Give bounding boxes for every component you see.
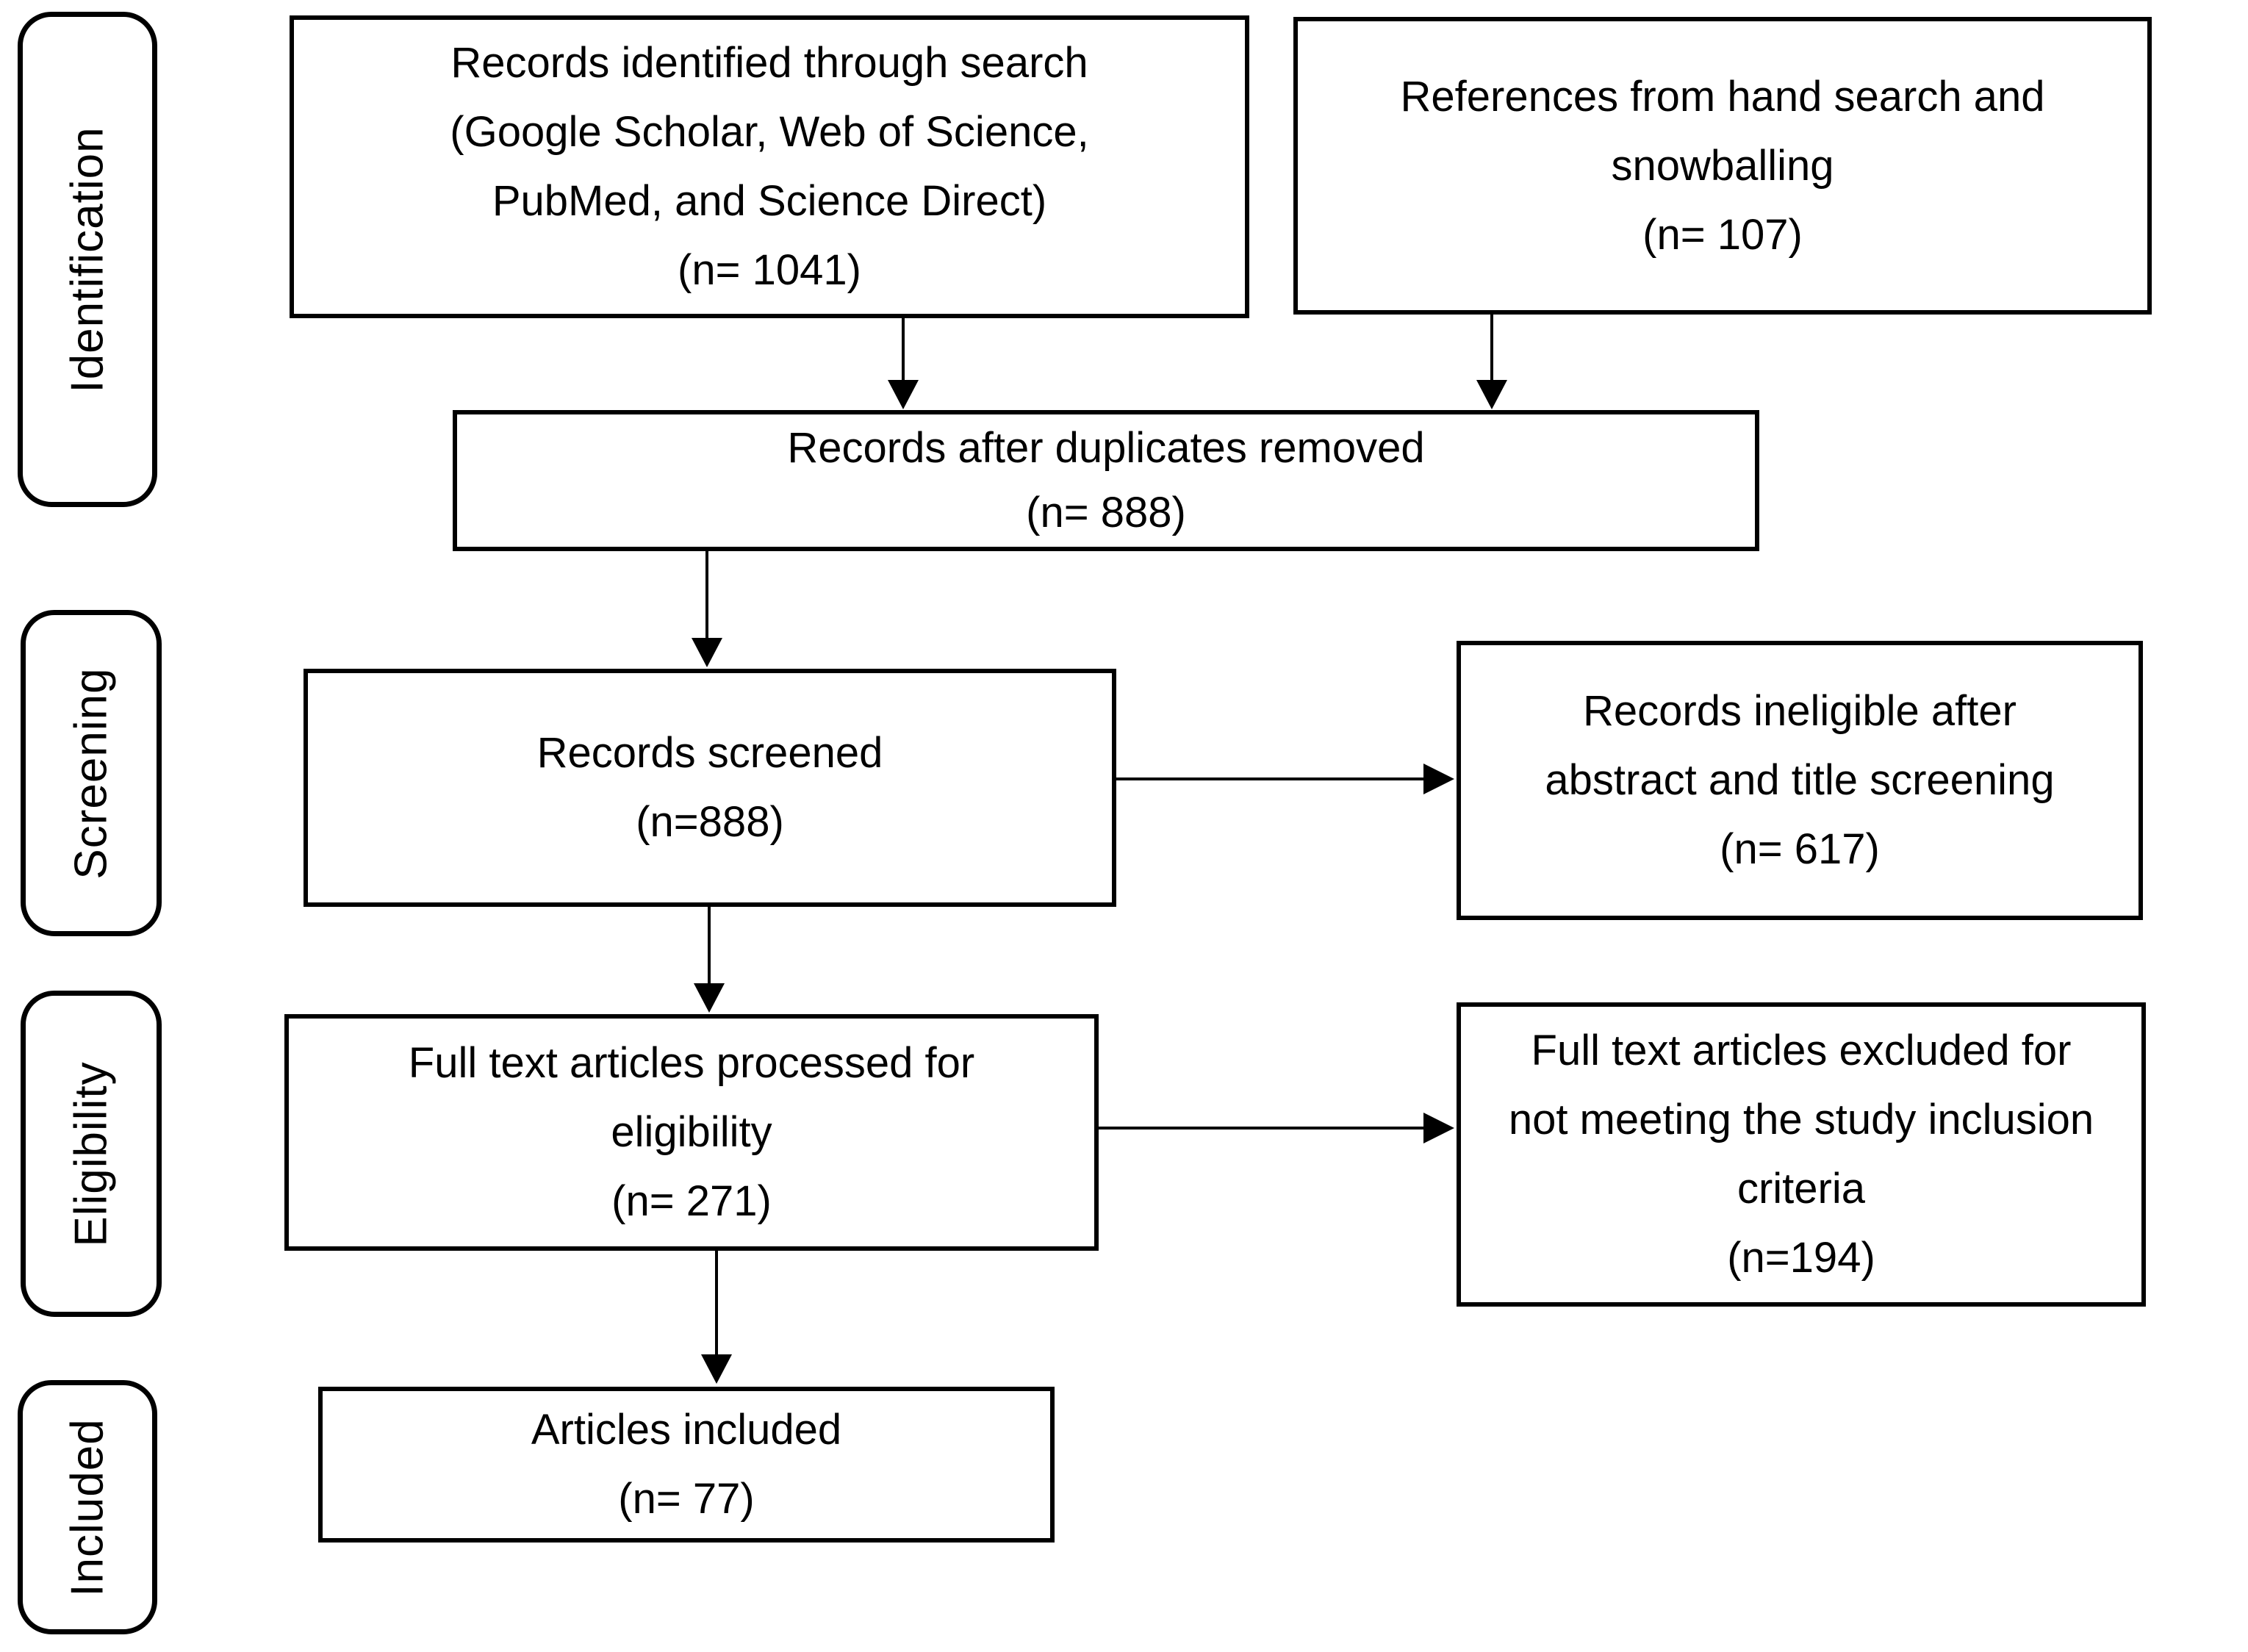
stage-included: Included bbox=[18, 1380, 157, 1634]
stage-included-label: Included bbox=[62, 1418, 113, 1597]
box-references-hand-search: References from hand search and snowball… bbox=[1293, 17, 2152, 315]
box-line: Full text articles excluded for bbox=[1531, 1027, 2072, 1074]
box-line: criteria bbox=[1737, 1165, 1866, 1213]
box-line: eligibility bbox=[611, 1108, 772, 1156]
arrowhead-down-icon bbox=[1476, 380, 1507, 409]
box-count: (n= 271) bbox=[611, 1177, 772, 1225]
stage-identification: Identification bbox=[18, 12, 157, 507]
box-line: Records screened bbox=[536, 729, 883, 777]
arrowhead-down-icon bbox=[701, 1354, 732, 1384]
box-records-screened: Records screened (n=888) bbox=[304, 669, 1116, 907]
box-count: (n= 107) bbox=[1642, 210, 1803, 259]
box-line: Full text articles processed for bbox=[408, 1039, 975, 1087]
arrow-line bbox=[715, 1251, 718, 1356]
stage-eligibility: Eligibility bbox=[21, 991, 162, 1317]
box-line: Articles included bbox=[531, 1406, 842, 1454]
box-count: (n= 77) bbox=[618, 1475, 755, 1523]
stage-identification-label: Identification bbox=[62, 126, 113, 393]
box-count: (n= 617) bbox=[1720, 825, 1880, 873]
arrow-line bbox=[1116, 777, 1425, 780]
box-line: References from hand search and bbox=[1400, 72, 2045, 121]
box-records-ineligible: Records ineligible after abstract and ti… bbox=[1457, 641, 2143, 920]
box-articles-included: Articles included (n= 77) bbox=[318, 1387, 1055, 1543]
arrow-line bbox=[1490, 315, 1493, 383]
arrowhead-down-icon bbox=[888, 380, 919, 409]
arrowhead-right-icon bbox=[1423, 764, 1454, 794]
box-line: snowballing bbox=[1611, 141, 1834, 190]
box-records-identified: Records identified through search (Googl… bbox=[290, 15, 1249, 318]
arrowhead-down-icon bbox=[694, 983, 725, 1013]
stage-screening: Screening bbox=[21, 610, 162, 936]
box-count: (n= 1041) bbox=[678, 246, 861, 294]
stage-eligibility-label: Eligibility bbox=[65, 1060, 117, 1247]
stage-screening-label: Screening bbox=[65, 667, 117, 880]
box-full-text-processed: Full text articles processed for eligibi… bbox=[284, 1014, 1099, 1251]
box-line: abstract and title screening bbox=[1545, 756, 2055, 804]
box-line: Records after duplicates removed bbox=[787, 424, 1425, 472]
box-full-text-excluded: Full text articles excluded for not meet… bbox=[1457, 1002, 2146, 1307]
box-line: PubMed, and Science Direct) bbox=[492, 177, 1047, 225]
box-count: (n=194) bbox=[1727, 1234, 1875, 1282]
arrow-line bbox=[708, 907, 711, 985]
box-line: (Google Scholar, Web of Science, bbox=[450, 108, 1089, 156]
box-count: (n=888) bbox=[636, 798, 784, 846]
box-count: (n= 888) bbox=[1026, 489, 1186, 536]
box-duplicates-removed: Records after duplicates removed (n= 888… bbox=[453, 410, 1759, 551]
box-line: not meeting the study inclusion bbox=[1508, 1096, 2094, 1143]
arrowhead-down-icon bbox=[692, 638, 722, 667]
arrow-line bbox=[705, 551, 708, 641]
box-line: Records identified through search bbox=[450, 39, 1088, 87]
box-line: Records ineligible after bbox=[1583, 687, 2017, 735]
arrowhead-right-icon bbox=[1423, 1113, 1454, 1143]
arrow-line bbox=[902, 318, 905, 383]
arrow-line bbox=[1099, 1127, 1425, 1130]
